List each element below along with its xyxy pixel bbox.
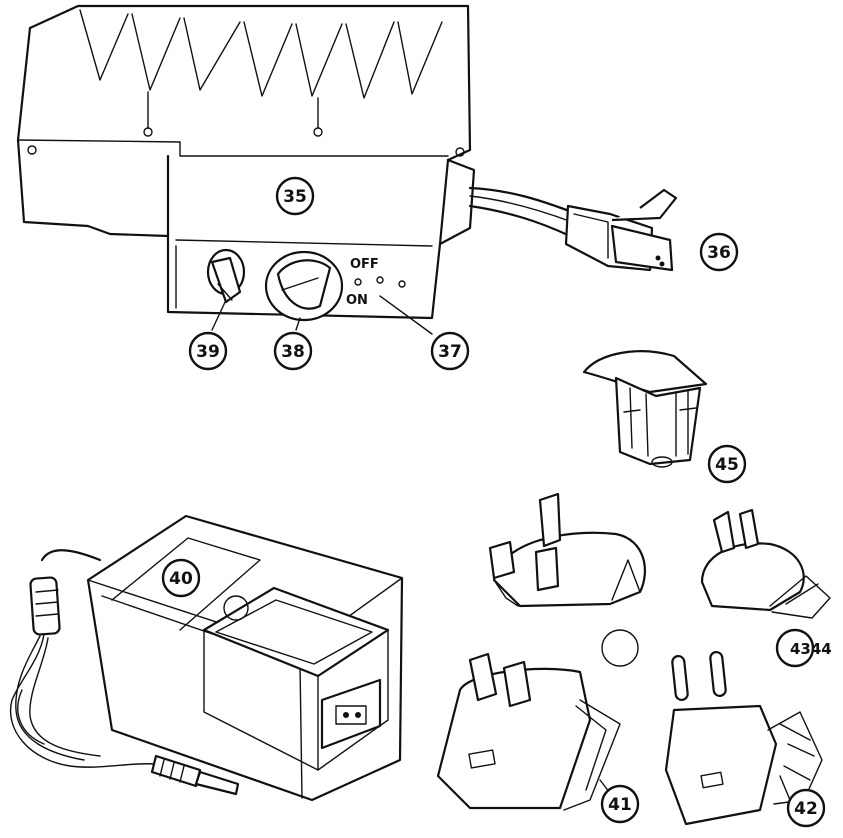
- au-plug-adapter: [700, 508, 831, 619]
- callout-38-label: 38: [281, 342, 305, 362]
- uk-plug-adapter: [488, 492, 646, 608]
- callout-45: 45: [707, 444, 747, 484]
- callout-38: 38: [273, 331, 313, 371]
- mounting-clip: [582, 350, 708, 468]
- leader-line: [379, 295, 433, 335]
- callout-36-label: 36: [707, 243, 731, 263]
- callout-40-label: 40: [169, 569, 193, 589]
- power-connector: [468, 186, 678, 272]
- callout-45-label: 45: [715, 455, 739, 475]
- callout-37-label: 37: [438, 342, 462, 362]
- callout-4344: 4344: [775, 628, 832, 668]
- callout-37: 37: [430, 331, 470, 371]
- leader-line: [295, 317, 301, 331]
- leader-line: [779, 775, 791, 801]
- us-plug-adapter: [436, 652, 621, 811]
- leader-line: [211, 299, 227, 331]
- empty-marker: [601, 629, 639, 667]
- toggle-switch: [206, 248, 246, 304]
- charger-base: [9, 514, 404, 802]
- indicator-led: [376, 276, 384, 284]
- battery-housing: [16, 4, 476, 320]
- callout-41: 41: [600, 784, 640, 824]
- callout-35-label: 35: [283, 187, 307, 207]
- indicator-led: [354, 278, 362, 286]
- callout-36: 36: [699, 232, 739, 272]
- callout-4344-label: 4344: [790, 640, 832, 658]
- callout-35: 35: [275, 176, 315, 216]
- callout-42-label: 42: [794, 799, 818, 819]
- callout-40: 40: [161, 558, 201, 598]
- callout-42: 42: [786, 788, 826, 828]
- callout-39-label: 39: [196, 342, 220, 362]
- on-label: ON: [346, 293, 368, 308]
- callout-41-label: 41: [608, 795, 632, 815]
- callout-39: 39: [188, 331, 228, 371]
- indicator-led: [398, 280, 406, 288]
- status-indicator: OFF ON: [346, 257, 406, 308]
- selector-knob: [264, 250, 344, 322]
- off-label: OFF: [350, 257, 379, 272]
